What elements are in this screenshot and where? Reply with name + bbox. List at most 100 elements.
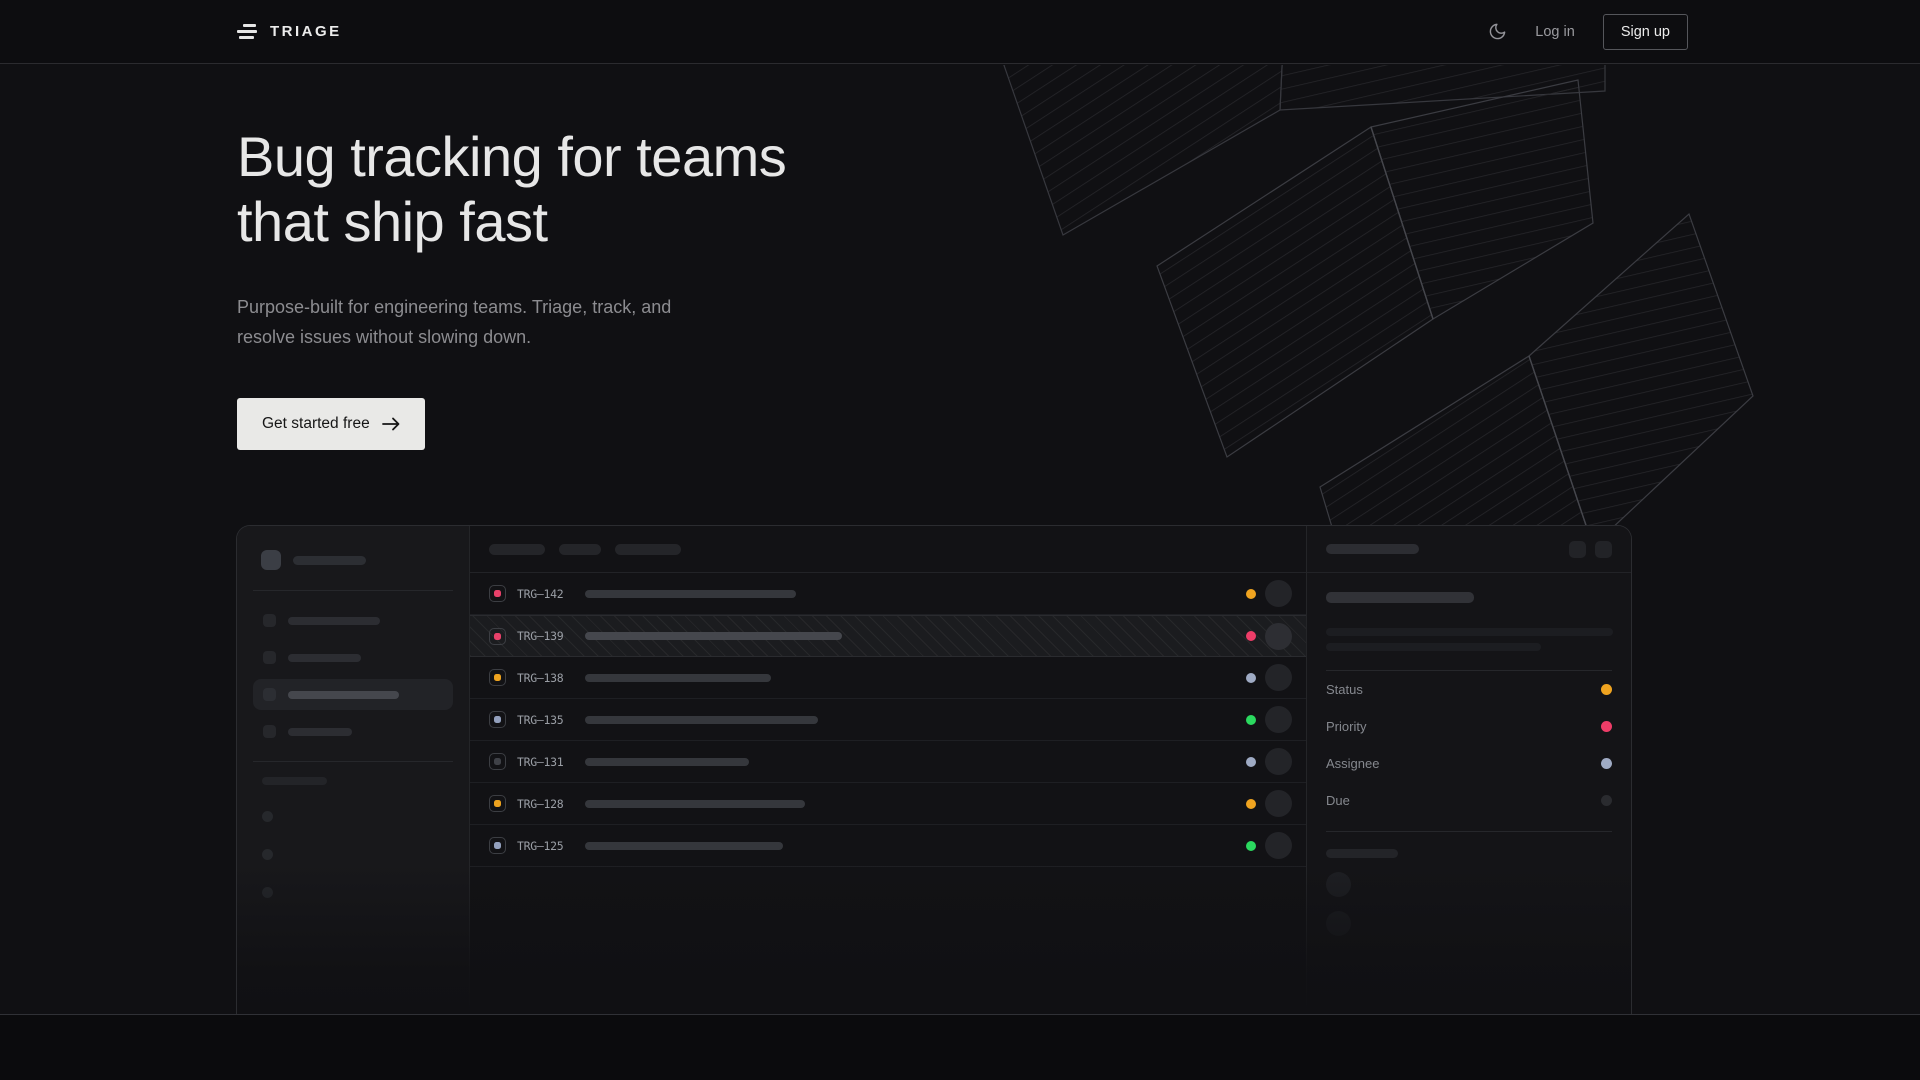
hero-subtitle: Purpose-built for engineering teams. Tri…	[237, 297, 672, 347]
hero-title-line2: that ship fast	[237, 190, 548, 253]
list-toolbar-skeleton	[470, 526, 1306, 573]
detail-description-placeholder	[1326, 643, 1541, 651]
issue-row-meta	[1246, 580, 1292, 607]
issue-type-icon	[489, 837, 506, 854]
detail-breadcrumb-placeholder	[1326, 544, 1419, 554]
detail-field-row: Status	[1326, 671, 1612, 708]
sidebar-divider	[253, 590, 453, 591]
detail-divider	[1326, 831, 1612, 832]
nav-icon-placeholder	[263, 725, 276, 738]
detail-field-value-dot	[1601, 795, 1612, 806]
section-label-placeholder	[262, 777, 327, 785]
status-dot	[1246, 798, 1256, 809]
issue-row-meta	[1246, 664, 1292, 691]
issue-id: TRG–131	[517, 754, 564, 769]
detail-field-value-dot	[1601, 758, 1612, 769]
issue-id: TRG–125	[517, 838, 564, 853]
issue-type-icon	[489, 669, 506, 686]
workspace-skeleton	[261, 550, 453, 570]
sidebar-nav-skeleton-item	[253, 605, 453, 636]
comment-avatar-placeholder	[1326, 872, 1351, 897]
detail-field-row: Priority	[1326, 708, 1612, 745]
arrow-right-icon	[381, 417, 400, 431]
status-dot	[1246, 756, 1256, 767]
sidebar-dot-placeholder	[262, 811, 273, 822]
preview-sidebar	[237, 526, 470, 1014]
detail-header-skeleton	[1307, 526, 1631, 573]
issue-row-meta	[1246, 748, 1292, 775]
sidebar-dot-placeholder	[262, 849, 273, 860]
issue-id: TRG–128	[517, 796, 564, 811]
login-link[interactable]: Log in	[1535, 23, 1575, 40]
get-started-button[interactable]: Get started free	[237, 398, 425, 450]
issue-id: TRG–135	[517, 712, 564, 727]
sidebar-divider	[253, 761, 453, 762]
brand: TRIAGE	[237, 23, 342, 40]
toolbar-filter-placeholder	[559, 543, 601, 555]
status-dot	[1246, 588, 1256, 599]
sidebar-nav-skeleton-item-active	[253, 679, 453, 710]
theme-toggle-moon-icon[interactable]	[1488, 22, 1507, 41]
comment-avatar-placeholder	[1326, 911, 1351, 936]
toolbar-filter-placeholder	[489, 543, 545, 555]
status-dot	[1246, 631, 1256, 641]
preview-issue-list: TRG–142 TRG–139 TRG–138	[470, 526, 1307, 1014]
avatar-placeholder	[1265, 748, 1292, 775]
issue-row: TRG–131	[470, 741, 1306, 783]
app-preview-mockup: TRG–142 TRG–139 TRG–138	[236, 525, 1632, 1014]
issue-id: TRG–139	[517, 629, 564, 643]
toolbar-filter-placeholder	[615, 543, 681, 555]
detail-field-value-dot	[1601, 721, 1612, 732]
triage-logo-icon	[237, 24, 259, 39]
nav-icon-placeholder	[263, 688, 276, 701]
avatar-placeholder	[1265, 832, 1292, 859]
issue-row: TRG–135	[470, 699, 1306, 741]
workspace-icon-placeholder	[261, 550, 281, 570]
issue-title-placeholder	[585, 841, 783, 850]
issue-type-icon	[489, 753, 506, 770]
issue-row: TRG–142	[470, 573, 1306, 615]
sidebar-nav-skeleton-item	[253, 642, 453, 673]
nav-label-placeholder	[288, 616, 380, 625]
issue-id: TRG–142	[517, 586, 564, 601]
detail-field-label: Assignee	[1326, 756, 1380, 771]
avatar-placeholder	[1265, 706, 1292, 733]
signup-button[interactable]: Sign up	[1602, 13, 1688, 50]
issue-row-meta	[1246, 832, 1292, 859]
site-header: TRIAGE Log in Sign up	[0, 0, 1920, 64]
detail-field-label: Priority	[1326, 719, 1367, 734]
header-actions: Log in Sign up	[1488, 13, 1688, 50]
issue-title-placeholder	[585, 799, 805, 808]
preview-detail-panel: Status Priority Assignee Due	[1307, 526, 1631, 1014]
avatar-placeholder	[1265, 622, 1292, 650]
nav-icon-placeholder	[263, 651, 276, 664]
issue-type-icon	[489, 585, 506, 602]
avatar-placeholder	[1265, 790, 1292, 817]
issue-row: TRG–138	[470, 657, 1306, 699]
detail-title-placeholder	[1326, 592, 1474, 603]
status-dot	[1246, 672, 1256, 683]
issue-row-meta	[1246, 790, 1292, 817]
comments-label-placeholder	[1326, 849, 1398, 858]
get-started-label: Get started free	[262, 415, 370, 432]
detail-header-actions	[1569, 540, 1612, 558]
issue-type-icon	[489, 627, 506, 645]
detail-field-row: Assignee	[1326, 745, 1612, 782]
detail-field-value-dot	[1601, 684, 1612, 695]
hero-title-line1: Bug tracking for teams	[237, 125, 787, 188]
sidebar-dot-placeholder	[262, 887, 273, 898]
detail-field-label: Due	[1326, 793, 1350, 808]
nav-label-placeholder	[288, 727, 352, 736]
issue-title-placeholder	[585, 632, 842, 640]
nav-icon-placeholder	[263, 614, 276, 627]
issue-row: TRG–139	[470, 615, 1306, 657]
issue-row-meta	[1246, 706, 1292, 733]
issue-title-placeholder	[585, 757, 749, 766]
detail-action-placeholder	[1595, 540, 1612, 558]
hero-title: Bug tracking for teams that ship fast	[237, 124, 787, 254]
avatar-placeholder	[1265, 664, 1292, 691]
detail-description-placeholder	[1326, 628, 1613, 636]
status-dot	[1246, 840, 1256, 851]
issue-row-meta	[1246, 622, 1292, 650]
avatar-placeholder	[1265, 580, 1292, 607]
